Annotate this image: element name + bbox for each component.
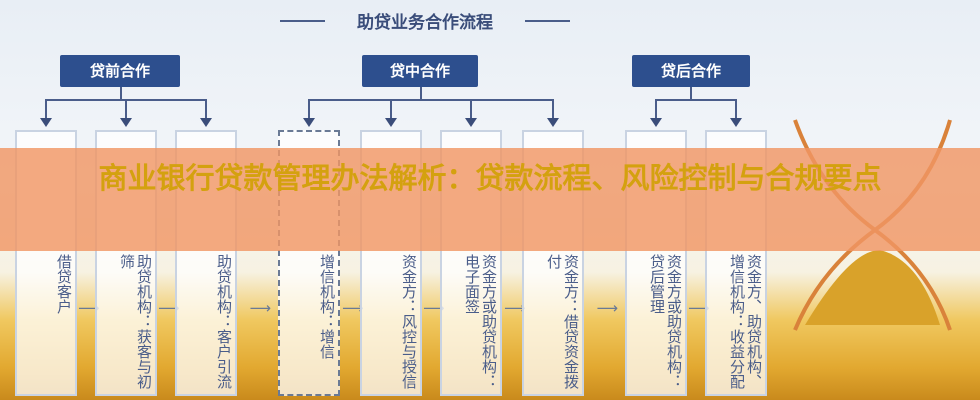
phase-post-loan: 贷后合作 — [632, 55, 750, 87]
connector-line — [735, 99, 737, 119]
arrow-down-icon — [385, 118, 397, 127]
arrow-down-icon — [120, 118, 132, 127]
arrow-down-icon — [650, 118, 662, 127]
arrow-down-icon — [303, 118, 315, 127]
arrow-right-icon: ⟶ — [596, 299, 619, 317]
connector-line — [552, 99, 554, 119]
connector-line — [655, 99, 737, 101]
connector-line — [120, 87, 122, 99]
banner-title: 商业银行贷款管理办法解析：贷款流程、风险控制与合规要点 — [98, 161, 882, 195]
arrow-right-icon: ⟶ — [249, 299, 272, 317]
connector-line — [308, 99, 554, 101]
arrow-right-icon: ⟶ — [688, 299, 710, 317]
arrow-down-icon — [730, 118, 742, 127]
arrow-right-icon: ⟶ — [158, 299, 180, 317]
arrow-down-icon — [547, 118, 559, 127]
connector-line — [690, 87, 692, 99]
arrow-right-icon: ⟶ — [423, 299, 445, 317]
arrow-down-icon — [200, 118, 212, 127]
arrow-right-icon: ⟶ — [504, 299, 526, 317]
connector-line — [655, 99, 657, 119]
arrow-right-icon: ⟶ — [78, 299, 100, 317]
phase-in-loan: 贷中合作 — [362, 55, 478, 87]
connector-line — [205, 99, 207, 119]
diagram-title: 助贷业务合作流程 — [280, 8, 570, 33]
arrow-right-icon: ⟶ — [342, 299, 364, 317]
arrow-down-icon — [465, 118, 477, 127]
connector-line — [308, 99, 310, 119]
connector-line — [470, 99, 472, 119]
title-banner — [0, 148, 980, 251]
arrow-down-icon — [40, 118, 52, 127]
connector-line — [45, 99, 47, 119]
connector-line — [420, 87, 422, 99]
connector-line — [125, 99, 127, 119]
connector-line — [390, 99, 392, 119]
phase-pre-loan: 贷前合作 — [60, 55, 180, 87]
